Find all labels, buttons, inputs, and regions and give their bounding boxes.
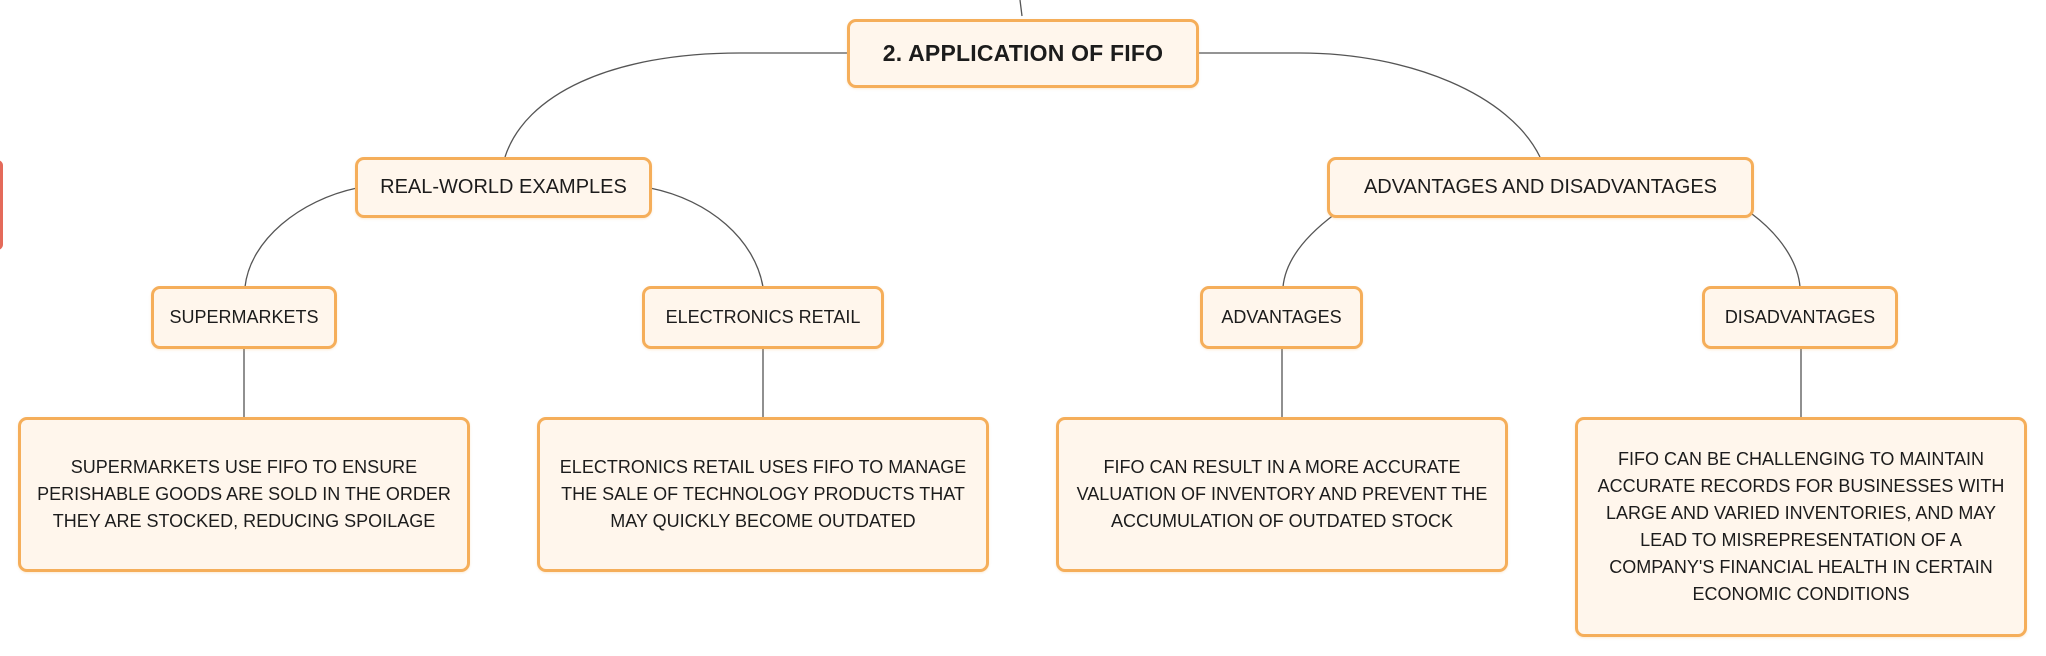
branch-real-world-examples[interactable]: REAL-WORLD EXAMPLES	[355, 157, 652, 218]
node-disadvantages[interactable]: DISADVANTAGES	[1702, 286, 1898, 349]
connector-root-to-adv-disadv	[1197, 52, 1541, 158]
root-node-label: 2. APPLICATION OF FIFO	[882, 40, 1164, 66]
detail-disadvantages[interactable]: FIFO CAN BE CHALLENGING TO MAINTAIN ACCU…	[1575, 417, 2027, 637]
branch-label: ADVANTAGES AND DISADVANTAGES	[1363, 176, 1718, 198]
detail-electronics-retail[interactable]: ELECTRONICS RETAIL USES FIFO TO MANAGE T…	[537, 417, 989, 572]
node-label: DISADVANTAGES	[1724, 307, 1876, 327]
offscreen-node-edge	[0, 160, 3, 250]
connector-root-to-real-world	[504, 52, 847, 158]
connector-real-world-to-supermarkets	[244, 187, 358, 288]
detail-advantages[interactable]: FIFO CAN RESULT IN A MORE ACCURATE VALUA…	[1056, 417, 1508, 572]
node-label: ADVANTAGES	[1221, 307, 1342, 327]
node-label: ELECTRONICS RETAIL	[665, 307, 861, 327]
detail-text: FIFO CAN BE CHALLENGING TO MAINTAIN ACCU…	[1597, 449, 2005, 604]
detail-text: SUPERMARKETS USE FIFO TO ENSURE PERISHAB…	[37, 457, 451, 531]
branch-advantages-and-disadvantages[interactable]: ADVANTAGES AND DISADVANTAGES	[1327, 157, 1754, 218]
detail-text: FIFO CAN RESULT IN A MORE ACCURATE VALUA…	[1076, 457, 1488, 531]
branch-label: REAL-WORLD EXAMPLES	[380, 176, 627, 198]
connector-adv-disadv-to-advantages	[1282, 213, 1336, 288]
detail-supermarkets[interactable]: SUPERMARKETS USE FIFO TO ENSURE PERISHAB…	[18, 417, 470, 572]
node-supermarkets[interactable]: SUPERMARKETS	[151, 286, 337, 349]
connector-real-world-to-electronics	[649, 187, 764, 288]
connector-parent-to-root	[1019, 0, 1023, 17]
node-electronics-retail[interactable]: ELECTRONICS RETAIL	[642, 286, 884, 349]
connector-adv-disadv-to-disadvantages	[1751, 213, 1801, 288]
root-node[interactable]: 2. APPLICATION OF FIFO	[847, 19, 1199, 88]
node-advantages[interactable]: ADVANTAGES	[1200, 286, 1363, 349]
node-label: SUPERMARKETS	[169, 307, 319, 327]
detail-text: ELECTRONICS RETAIL USES FIFO TO MANAGE T…	[559, 457, 967, 531]
